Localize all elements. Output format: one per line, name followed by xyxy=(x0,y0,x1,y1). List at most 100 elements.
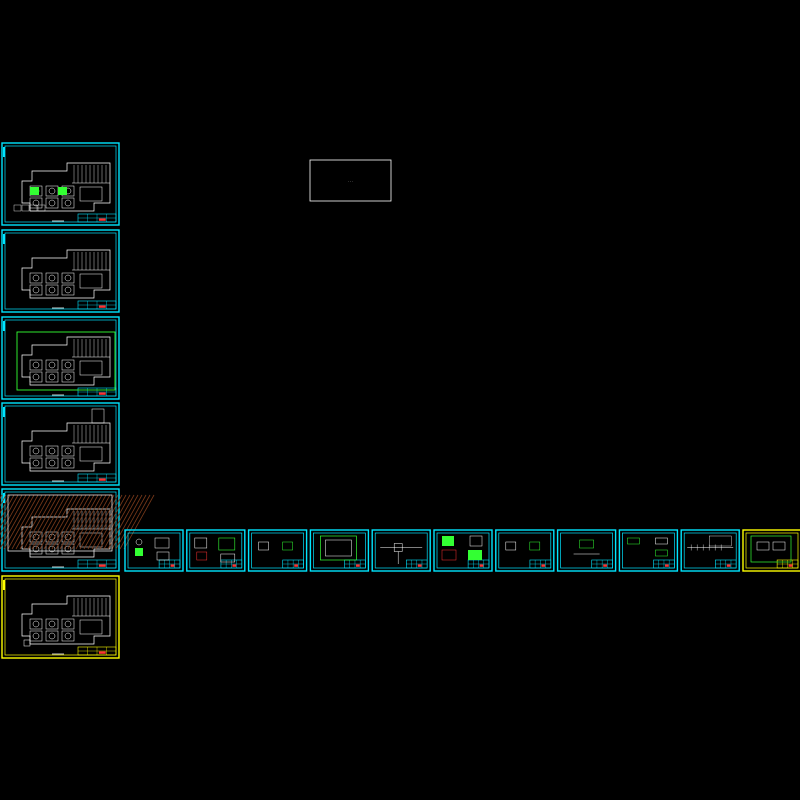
title-block-stamp xyxy=(294,564,298,567)
sheet-detail-8[interactable] xyxy=(556,529,617,572)
plan-fixture xyxy=(32,274,40,282)
plan-room xyxy=(61,272,75,284)
sheet-title-block xyxy=(158,559,181,569)
legend-cell xyxy=(13,204,22,212)
left-sheet-column xyxy=(0,142,155,659)
plan-yard xyxy=(79,446,103,462)
sheet-outer-frame xyxy=(1,229,120,313)
drawing-line xyxy=(27,494,59,550)
plan-room xyxy=(61,543,75,555)
plan-fixture xyxy=(48,545,56,553)
sheet-title-block xyxy=(282,559,304,569)
plan-fixture xyxy=(48,199,56,207)
sheet-inner-frame xyxy=(4,319,117,397)
title-box[interactable]: ... xyxy=(309,159,392,202)
plan-room xyxy=(61,371,75,383)
sheet-edge-tab xyxy=(3,407,5,417)
plan-room xyxy=(45,543,59,555)
plan-fixture xyxy=(64,632,72,640)
drawing-line xyxy=(55,494,87,550)
plan-room xyxy=(45,630,59,642)
drawing-line xyxy=(0,494,23,536)
detail-table xyxy=(709,535,732,547)
drawing-line xyxy=(43,494,75,550)
detail-frame xyxy=(750,535,792,563)
sheet-inner-frame xyxy=(436,532,490,569)
sheet-title-block xyxy=(77,300,117,310)
drawing-line xyxy=(39,494,71,550)
sheet-plan-2[interactable] xyxy=(1,229,120,313)
drawing-line xyxy=(23,494,55,550)
plan-fixture xyxy=(64,274,72,282)
sheet-title-block xyxy=(220,559,243,569)
legend-cell xyxy=(21,204,30,212)
plan-room xyxy=(45,618,59,630)
sheet-detail-9[interactable] xyxy=(618,529,679,572)
plan-fixture xyxy=(48,632,56,640)
detail-block xyxy=(220,553,236,563)
sheet-detail-11[interactable] xyxy=(742,529,800,572)
plan-room xyxy=(61,284,75,296)
plan-room xyxy=(29,359,43,371)
sheet-outer-frame xyxy=(742,529,800,572)
drawing-line xyxy=(51,494,83,550)
sheet-outer-frame xyxy=(618,529,679,572)
sheet-plan-6[interactable] xyxy=(1,575,120,659)
title-block-stamp xyxy=(726,564,731,567)
plan-room xyxy=(61,359,75,371)
plan-room xyxy=(61,197,75,209)
sheet-detail-6[interactable] xyxy=(433,529,493,572)
sheet-detail-4[interactable] xyxy=(309,529,370,572)
detail-block xyxy=(258,541,269,551)
sheet-plan-5[interactable] xyxy=(0,488,155,572)
detail-block xyxy=(579,539,594,549)
plan-fixture xyxy=(48,286,56,294)
sheet-outer-frame xyxy=(247,529,308,572)
title-block-stamp xyxy=(356,564,360,567)
plan-yard xyxy=(79,360,103,376)
floor-plan xyxy=(21,595,111,655)
sheet-edge-tab xyxy=(3,234,5,244)
sheet-outer-frame xyxy=(1,402,120,486)
plan-room xyxy=(29,630,43,642)
drawing-line xyxy=(115,494,147,550)
sheet-detail-10[interactable] xyxy=(680,529,740,572)
title-box-text: ... xyxy=(348,179,354,183)
sheet-inner-frame xyxy=(4,145,117,223)
sheet-detail-2[interactable] xyxy=(186,529,246,572)
plan-fixture xyxy=(32,632,40,640)
plan-room xyxy=(61,457,75,469)
sheet-plan-1[interactable] xyxy=(1,142,120,226)
sheet-title-block xyxy=(591,559,613,569)
plan-room xyxy=(29,197,43,209)
plan-highlight xyxy=(58,187,67,195)
plan-room xyxy=(61,445,75,457)
detail-block xyxy=(196,551,208,561)
sheet-title-block xyxy=(776,559,799,569)
detail-block xyxy=(218,537,236,551)
plan-room xyxy=(61,630,75,642)
sheet-detail-5[interactable] xyxy=(371,529,431,572)
drawing-line xyxy=(123,494,155,550)
title-block-stamp xyxy=(417,564,422,567)
sheet-inner-frame xyxy=(4,578,117,656)
plan-room xyxy=(45,445,59,457)
sheet-inner-frame xyxy=(4,232,117,310)
sheet-detail-3[interactable] xyxy=(247,529,308,572)
drawing-line xyxy=(15,494,47,550)
drawing-line xyxy=(0,494,27,543)
floor-plan xyxy=(16,331,116,396)
sheet-detail-1[interactable] xyxy=(124,529,184,572)
sheet-plan-3[interactable] xyxy=(1,316,120,400)
sheet-detail-7[interactable] xyxy=(495,529,555,572)
plan-room xyxy=(61,618,75,630)
drawing-line xyxy=(103,494,135,550)
drawing-line xyxy=(107,494,139,550)
plan-room xyxy=(45,371,59,383)
drawing-line xyxy=(79,494,111,550)
title-block-stamp xyxy=(98,478,106,481)
drawing-line xyxy=(35,494,67,550)
sheet-plan-4[interactable] xyxy=(1,402,120,486)
